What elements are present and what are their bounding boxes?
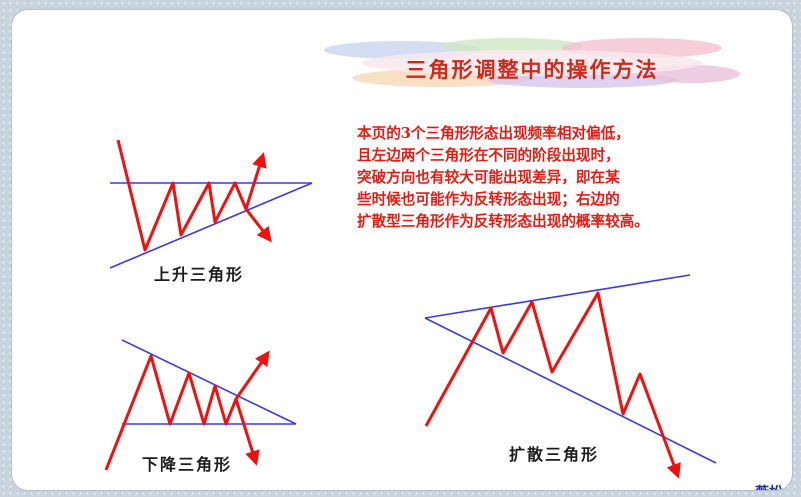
ascending-breakdown-arrow (244, 208, 272, 243)
description-line-1: 本页的3个三角形形态出现频率相对偏低， (357, 125, 630, 142)
description-line-2: 且左边两个三角形在不同的阶段出现时， (357, 147, 620, 164)
descending-breakdown-arrow (234, 398, 260, 466)
broadening-price-path (424, 291, 681, 479)
descending-triangle-diagram (104, 339, 297, 471)
description-line-4: 些时候也可能作为反转形态出现；右边的 (357, 191, 620, 208)
descending-price-path (104, 350, 270, 471)
description-line-3: 突破方向也有较大可能出现差异，即在某 (357, 169, 620, 186)
slide-panel: 三角形调整中的操作方法 本页的3个三角形形态出现频率相对偏低， 且左边两个三角形… (12, 10, 792, 490)
author-signature: 薇松 (755, 482, 783, 490)
page-title: 三角形调整中的操作方法 (405, 57, 659, 82)
broadening-triangle-diagram (424, 274, 717, 479)
descending-triangle-label: 下降三角形 (142, 455, 233, 474)
broadening-upper-line (424, 274, 691, 319)
description-line-5: 扩散型三角形作为反转形态出现的概率较高。 (357, 213, 649, 230)
broadening-triangle-label: 扩散三角形 (509, 445, 600, 464)
descending-resistance-line (121, 339, 297, 425)
ascending-support-line (109, 182, 313, 269)
title-banner-decoration (324, 38, 740, 88)
ascending-price-path (116, 139, 267, 252)
ascending-triangle-diagram (109, 139, 313, 269)
ascending-triangle-label: 上升三角形 (154, 265, 245, 284)
